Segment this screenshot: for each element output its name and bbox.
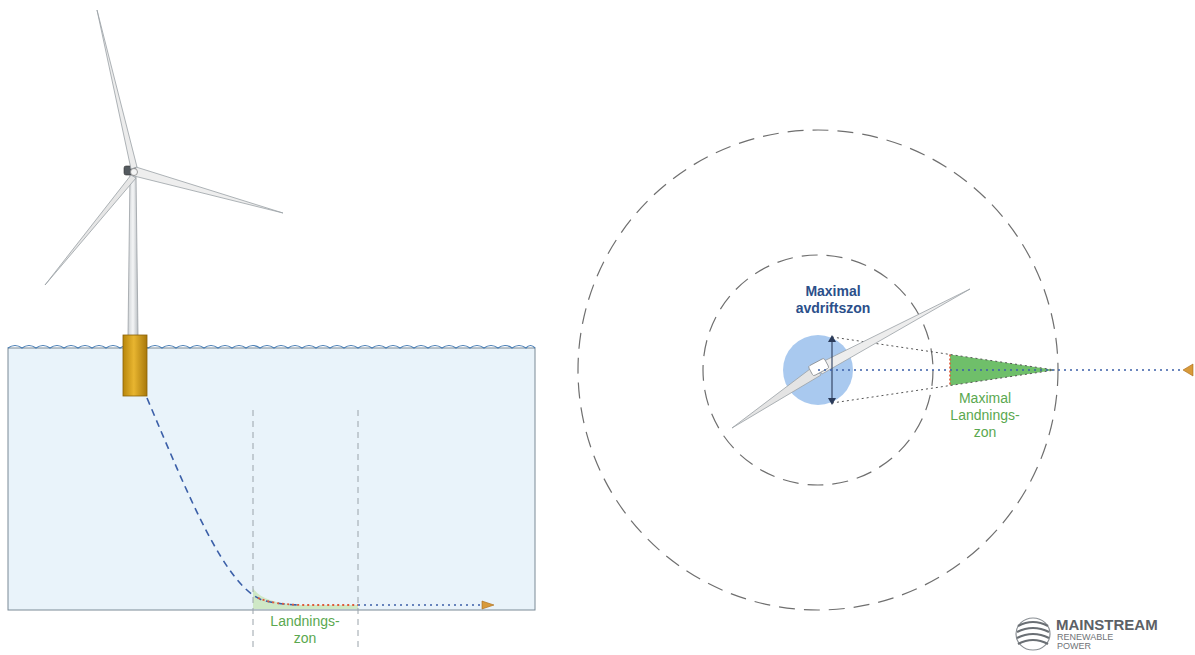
logo-mark-part [1017, 628, 1049, 632]
drift-path-part [258, 598, 358, 605]
turbine-top-part [732, 366, 821, 428]
turbine-side-part [97, 10, 137, 169]
landing-zone-fill-part [253, 588, 358, 609]
drift-path-part [358, 604, 484, 606]
logo-mark-part [1017, 634, 1049, 638]
turbine-side-part [128, 175, 138, 336]
landing-wedge [950, 355, 1055, 386]
heading-line-part [818, 369, 1184, 371]
turbine-top-part [808, 358, 829, 376]
zone-boundary-part [253, 410, 254, 650]
drift-path [147, 398, 494, 609]
sea-part [8, 348, 535, 610]
turbine-side-part [45, 175, 136, 285]
turbine-side [45, 10, 283, 396]
landing-zone-fill [253, 588, 358, 609]
landing-wedge-part [950, 355, 1055, 386]
logo-mark [1016, 618, 1050, 650]
drift-path-part [482, 601, 494, 609]
turbine-side-part [131, 169, 138, 176]
logo-mark-part [1018, 640, 1048, 644]
zone-boundary-part [358, 410, 359, 650]
logo-mark-part [1018, 622, 1048, 626]
sea [8, 346, 535, 611]
zone-label: Maximal Landnings- zon [950, 390, 1019, 440]
turbine-side-part [134, 167, 283, 213]
zone-label: Landnings- zon [270, 613, 339, 647]
drift-lines-part [832, 370, 1055, 403]
heading-line-part [1183, 364, 1193, 376]
zone-label: Maximal avdriftszon [796, 283, 871, 317]
logo-text: RENEWABLE POWER [1057, 633, 1113, 652]
zone-boundary [253, 410, 358, 650]
drift-path-part [147, 398, 300, 605]
turbine-side-part [123, 335, 147, 396]
sea-part [8, 346, 535, 349]
drift-width-arrow-part [828, 398, 836, 405]
drift-width-arrow-part [828, 335, 836, 342]
logo-mark-part [1016, 618, 1050, 650]
heading-line [818, 364, 1193, 376]
logo-text: MAINSTREAM [1056, 617, 1158, 632]
